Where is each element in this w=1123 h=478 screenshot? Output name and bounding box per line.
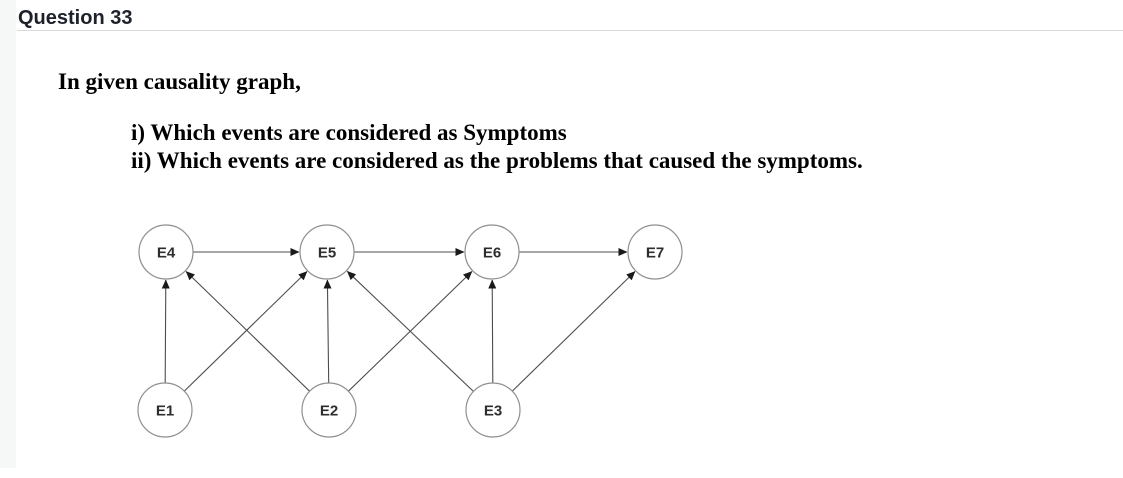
graph-edge-E3-E5 bbox=[346, 270, 474, 392]
graph-node-E3 bbox=[465, 382, 521, 438]
graph-edges bbox=[161, 248, 636, 392]
graph-node-E6 bbox=[464, 224, 520, 280]
graph-node-E1 bbox=[137, 382, 193, 438]
question-item-ii: ii) Which events are considered as the p… bbox=[131, 147, 863, 173]
graph-node-label-E7: E7 bbox=[646, 245, 664, 262]
graph-edge-E3-E7 bbox=[511, 271, 636, 392]
question-item-i: i) Which events are considered as Sympto… bbox=[131, 120, 567, 145]
graph-edge-E2-E5 bbox=[323, 279, 332, 384]
graph-node-label-E2: E2 bbox=[320, 403, 338, 420]
question-header-title: Question 33 bbox=[18, 7, 133, 29]
question-intro: In given causality graph, bbox=[58, 69, 301, 94]
graph-edge-E1-E4 bbox=[161, 279, 170, 384]
graph-node-E2 bbox=[301, 382, 357, 438]
graph-node-E4 bbox=[138, 224, 194, 280]
graph-node-label-E1: E1 bbox=[156, 403, 174, 420]
graph-node-label-E3: E3 bbox=[484, 403, 502, 420]
graph-edge-E2-E4 bbox=[185, 271, 310, 392]
sub-questions: i) Which events are considered as Sympto… bbox=[131, 119, 863, 174]
graph-edge-E1-E5 bbox=[183, 271, 308, 392]
graph-node-E5 bbox=[299, 224, 355, 280]
left-gutter bbox=[0, 0, 16, 468]
graph-edge-E3-E6 bbox=[488, 279, 497, 384]
graph-node-label-E6: E6 bbox=[483, 245, 501, 262]
graph-node-label-E4: E4 bbox=[157, 245, 176, 262]
graph-node-label-E5: E5 bbox=[318, 245, 336, 262]
graph-node-E7 bbox=[627, 224, 683, 280]
question-header: Question 33 bbox=[17, 0, 1123, 31]
